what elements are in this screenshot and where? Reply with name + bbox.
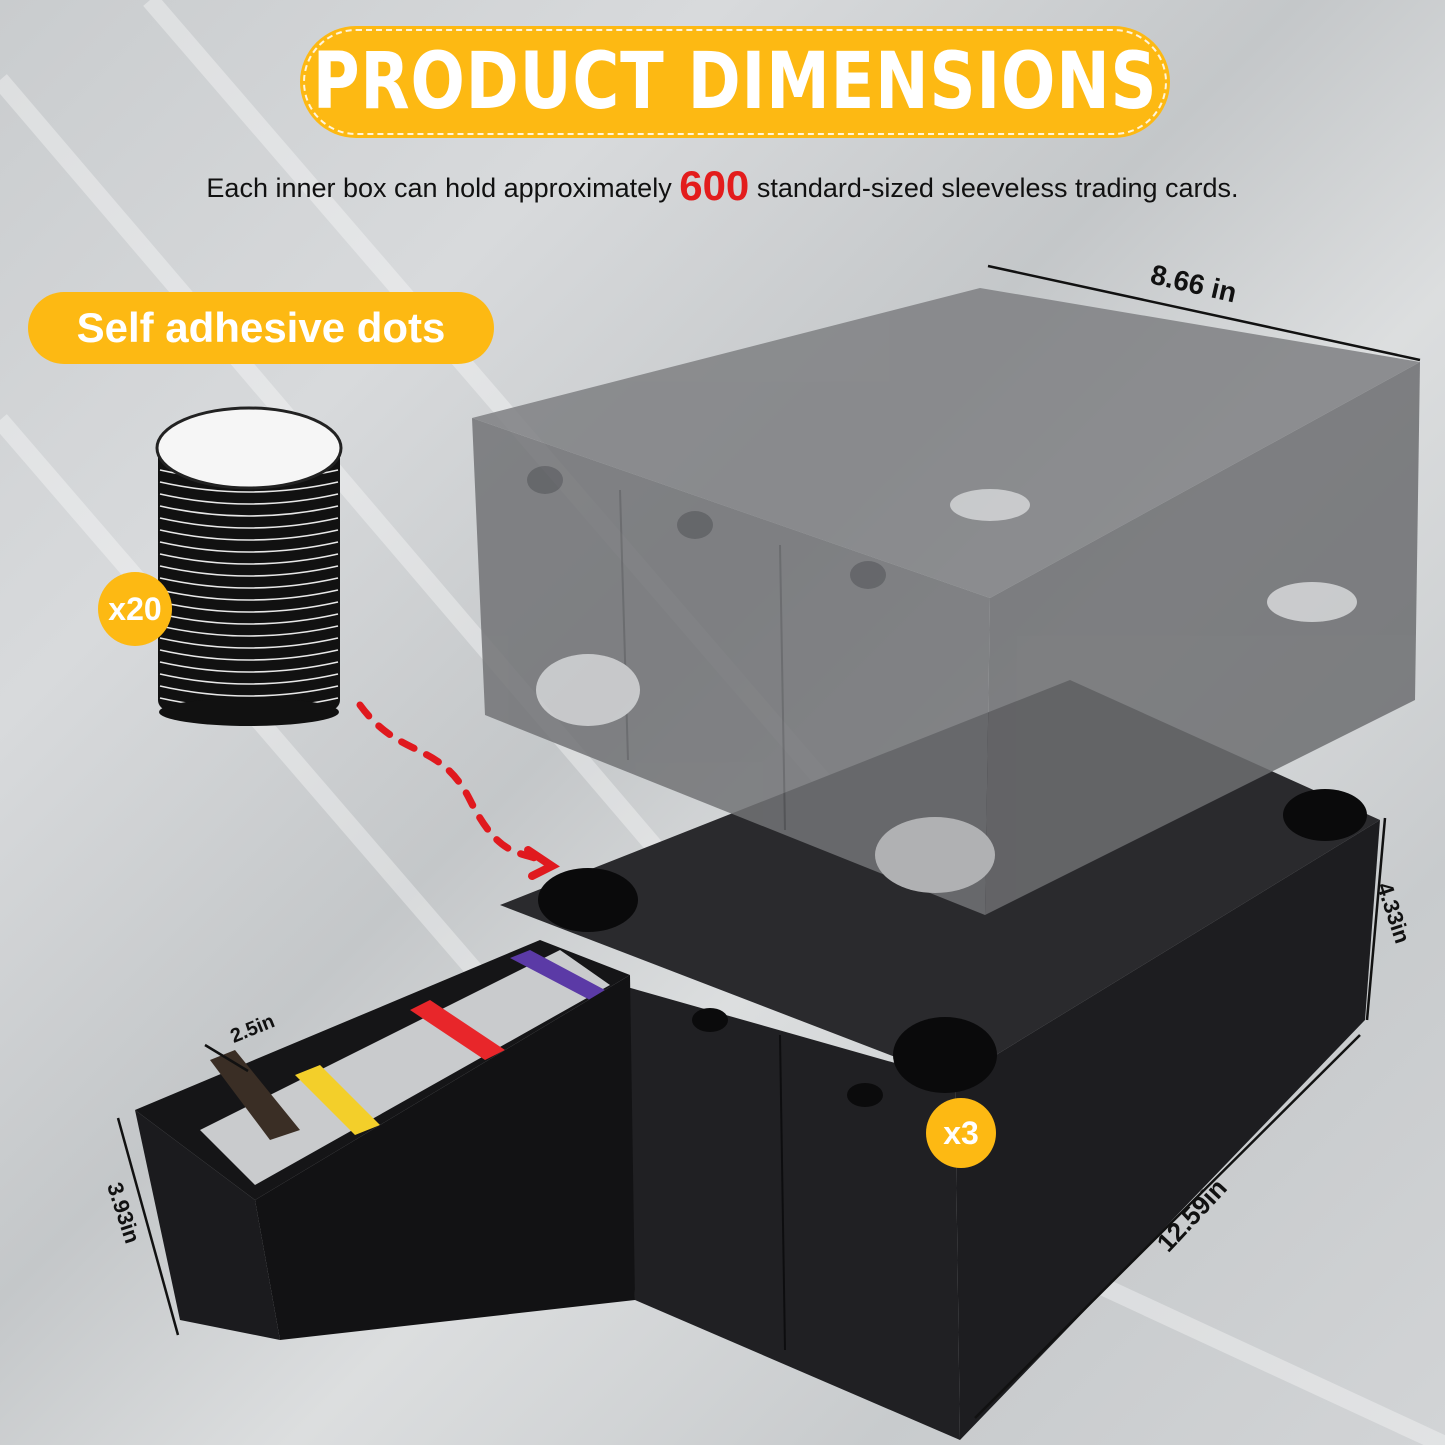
dimension-lines [116, 264, 1421, 1419]
placement-arrow-icon [356, 701, 560, 880]
capacity-text-after: standard-sized sleeveless trading cards. [756, 173, 1239, 203]
quantity-badge-boxes: x3 [926, 1098, 996, 1168]
title-banner: PRODUCT DIMENSIONS [300, 26, 1170, 138]
outer-lid [472, 288, 1420, 915]
quantity-badge-dots: x20 [98, 572, 172, 646]
adhesive-dot-stack-icon [155, 406, 343, 726]
capacity-note: Each inner box can hold approximately 60… [0, 162, 1445, 210]
adhesive-dots-label: Self adhesive dots [28, 292, 494, 364]
adhesive-dots-text: Self adhesive dots [76, 304, 446, 351]
capacity-count: 600 [679, 162, 750, 209]
capacity-text-before: Each inner box can hold approximately [206, 173, 672, 203]
page-title: PRODUCT DIMENSIONS [312, 37, 1158, 127]
open-drawer [135, 940, 635, 1340]
